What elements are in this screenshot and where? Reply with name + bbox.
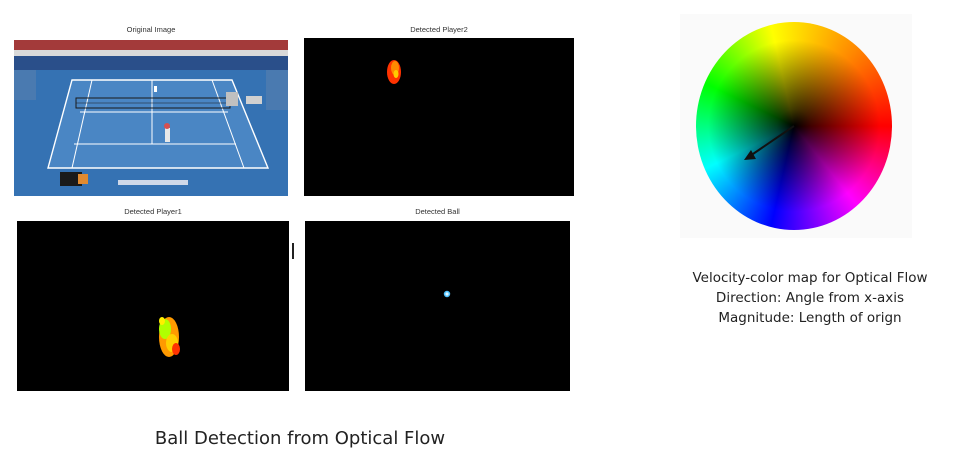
ball-blob <box>443 290 451 298</box>
stray-mark <box>292 243 294 259</box>
player2-title: Detected Player2 <box>410 25 468 34</box>
color-map-caption-line-1: Velocity-color map for Optical Flow <box>692 270 928 286</box>
player1-panel <box>17 221 289 391</box>
color-map-caption: Velocity-color map for Optical Flow Dire… <box>650 268 970 328</box>
player2-panel <box>304 38 574 196</box>
player1-title: Detected Player1 <box>124 207 182 216</box>
ball-title: Detected Ball <box>415 207 460 216</box>
direction-arrow-icon <box>744 125 795 160</box>
color-map-caption-line-2: Direction: Angle from x-axis <box>715 290 905 306</box>
original-tennis-image <box>14 40 288 196</box>
color-map-caption-line-3: Magnitude: Length of orign <box>718 310 902 326</box>
player2-blob <box>387 60 401 84</box>
figure-caption: Ball Detection from Optical Flow <box>154 428 446 449</box>
original-image-title: Original Image <box>126 25 176 34</box>
tennis-court-drawing <box>14 40 288 196</box>
ball-panel <box>305 221 570 391</box>
player1-blob <box>159 317 180 357</box>
